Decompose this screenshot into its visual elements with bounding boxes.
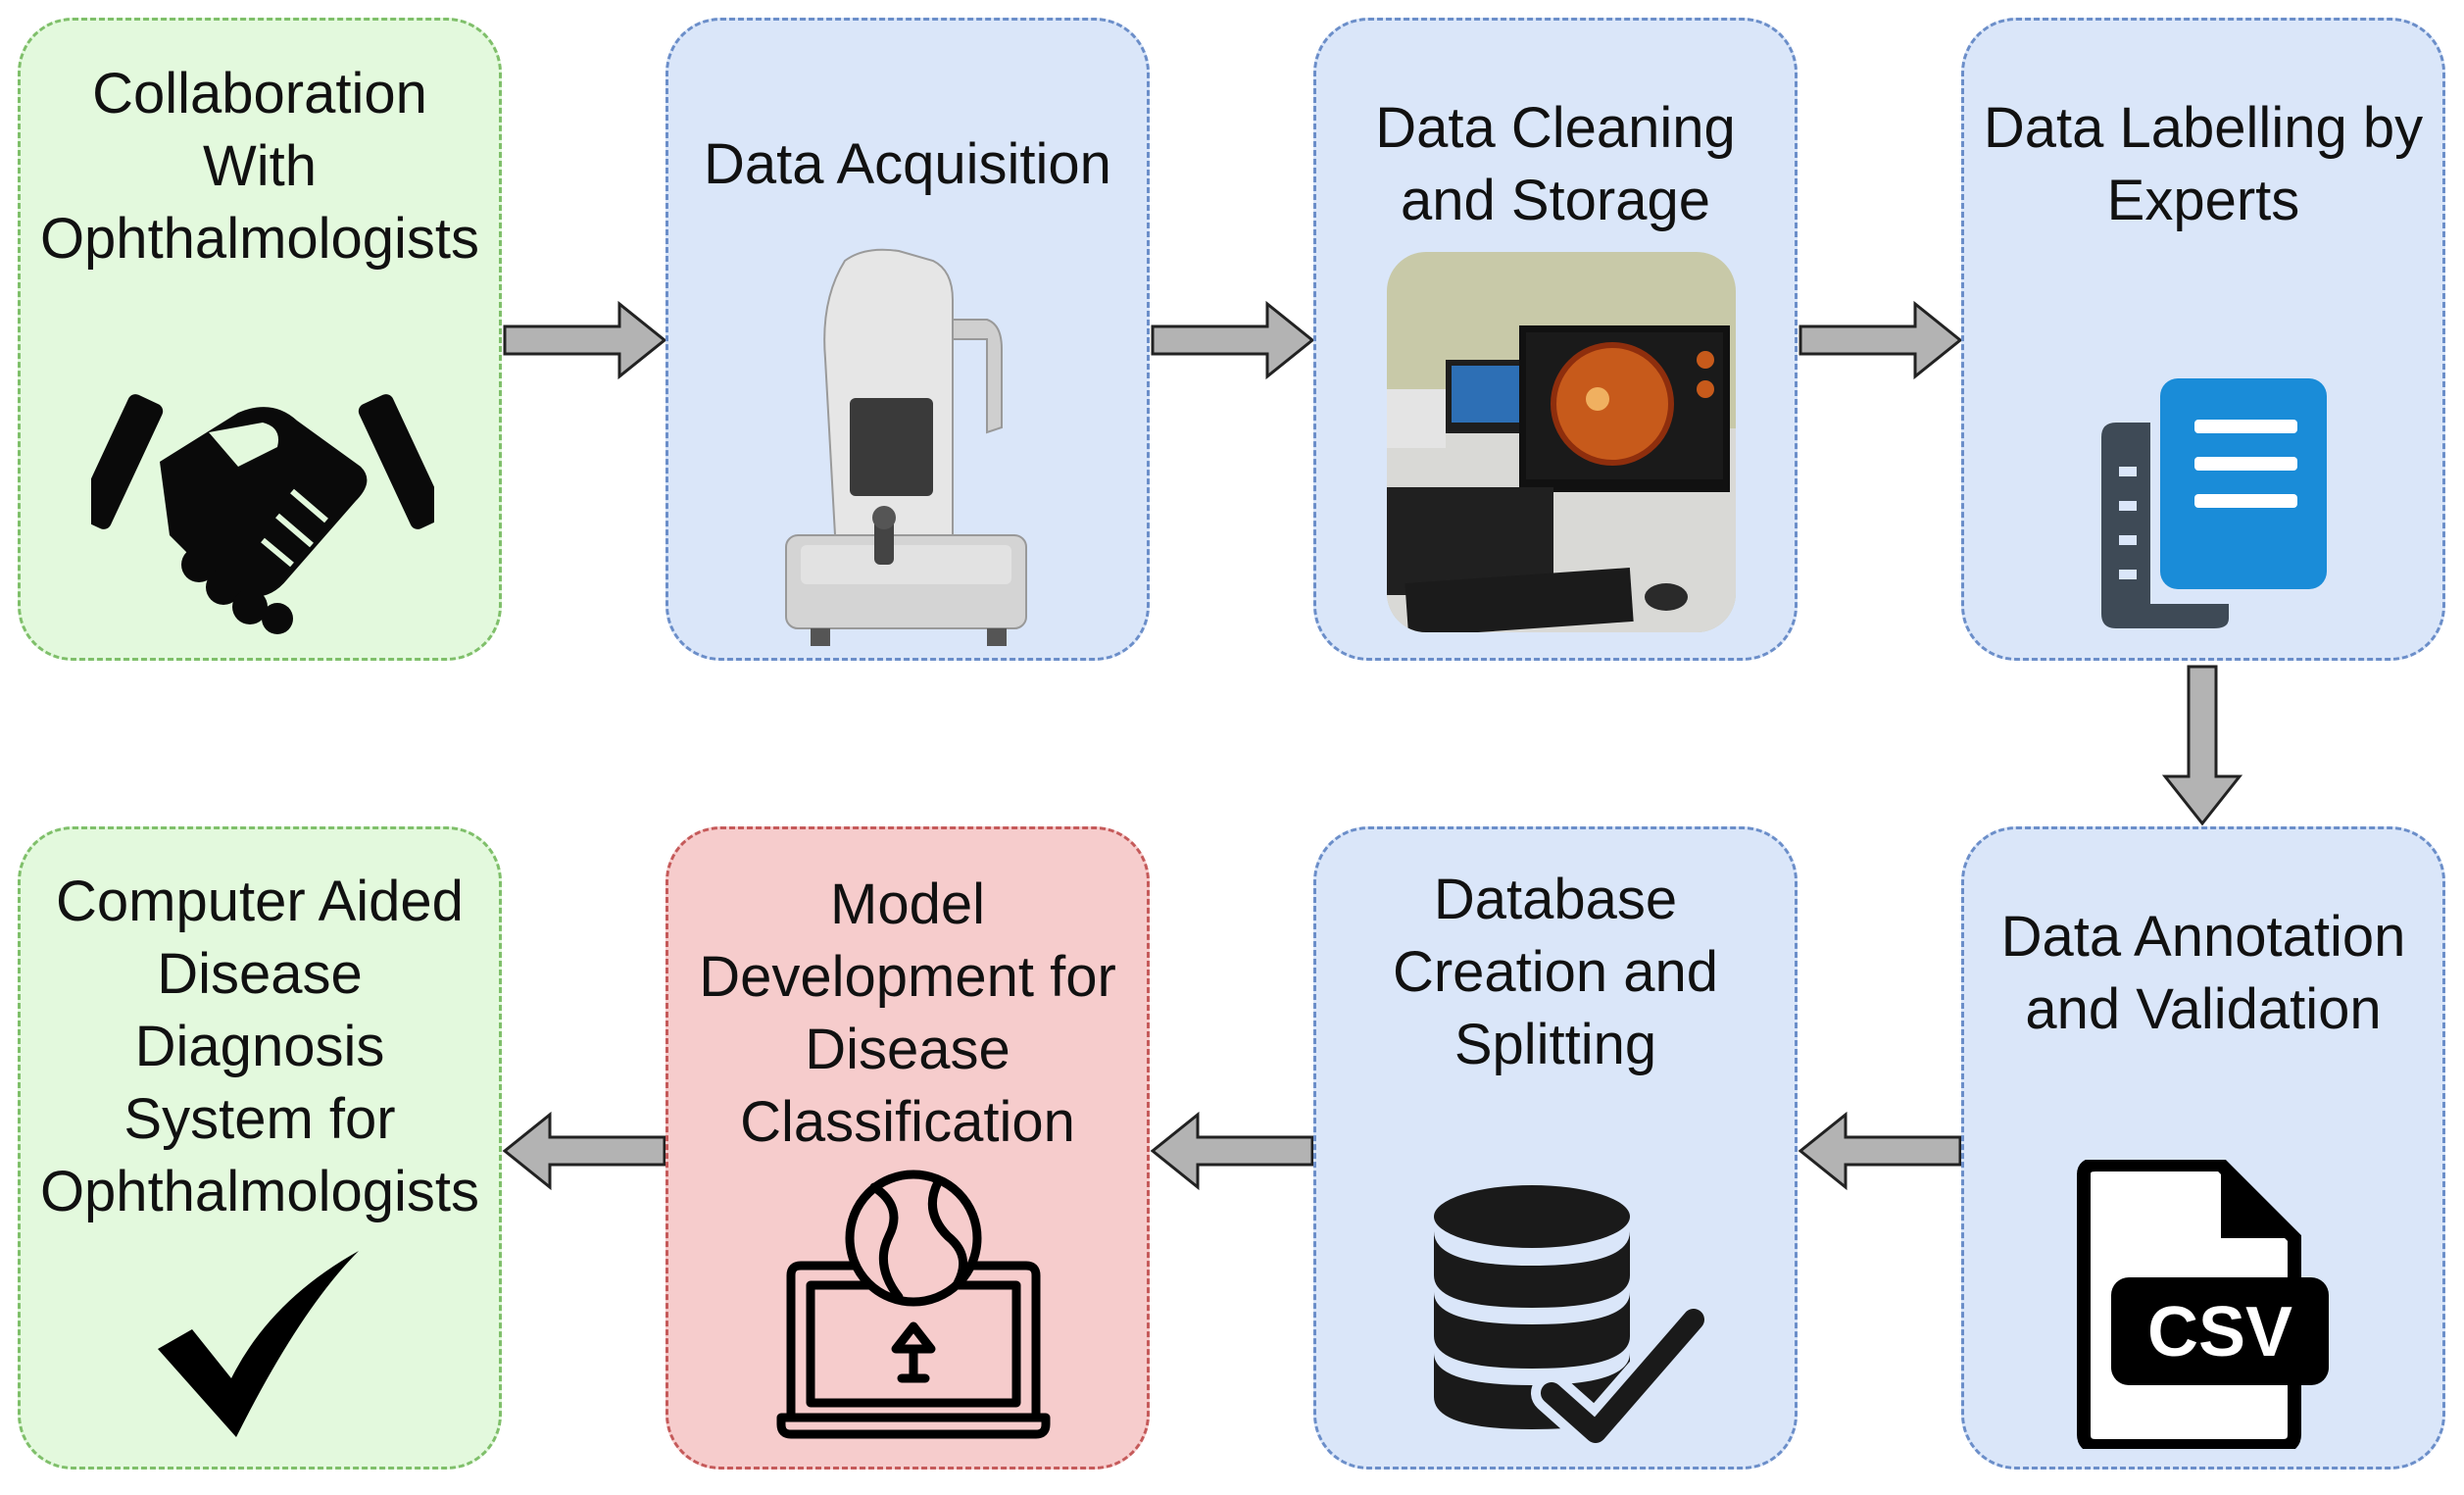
arrow-left-3: [502, 1111, 666, 1191]
step-label: Data Acquisition: [672, 128, 1143, 201]
label-line: and Storage: [1400, 169, 1711, 232]
csv-label: CSV: [2147, 1293, 2292, 1371]
arrow-right-1: [503, 300, 667, 380]
workstation-icon: [1387, 252, 1736, 632]
label-line: Database: [1433, 868, 1678, 931]
step-collaboration: Collaboration With Ophthalmologists: [18, 18, 502, 661]
step-data-acquisition: Data Acquisition: [665, 18, 1150, 661]
label-line: Classification: [740, 1090, 1075, 1154]
step-model-development: Model Development for Disease Classifica…: [665, 826, 1150, 1470]
step-data-cleaning-storage: Data Cleaning and Storage: [1313, 18, 1798, 661]
label-line: Ophthalmologists: [39, 207, 480, 271]
fundus-camera-icon: [785, 248, 1027, 646]
label-line: Computer Aided: [56, 870, 464, 933]
label-line: Model: [830, 872, 985, 936]
label-line: Collaboration: [92, 62, 427, 125]
step-label: Collaboration With Ophthalmologists: [25, 58, 495, 275]
label-line: Data Cleaning: [1375, 96, 1736, 160]
arrow-down-1: [2161, 665, 2243, 826]
step-database-creation: Database Creation and Splitting: [1313, 826, 1798, 1470]
documents-icon: [2101, 378, 2327, 628]
step-label: Database Creation and Splitting: [1320, 864, 1791, 1081]
arrow-right-3: [1799, 300, 1963, 380]
step-label: Data Labelling by Experts: [1968, 92, 2439, 237]
laptop-globe-upload-icon: [776, 1170, 1051, 1439]
label-line: Data Annotation: [2000, 905, 2406, 969]
step-data-labelling: Data Labelling by Experts: [1961, 18, 2445, 661]
label-line: Data Acquisition: [704, 132, 1111, 196]
arrow-left-1: [1798, 1111, 1962, 1191]
database-check-icon: [1434, 1185, 1708, 1447]
step-label: Data Cleaning and Storage: [1320, 92, 1791, 237]
label-line: Creation and: [1392, 940, 1719, 1004]
label-line: Splitting: [1454, 1013, 1657, 1076]
arrow-right-2: [1151, 300, 1315, 380]
step-label: Computer Aided Disease Diagnosis System …: [25, 866, 495, 1228]
arrow-left-2: [1150, 1111, 1314, 1191]
label-line: Data Labelling by: [1983, 96, 2424, 160]
step-label: Data Annotation and Validation: [1968, 901, 2439, 1046]
label-line: and Validation: [2025, 977, 2382, 1041]
label-line: Development for: [699, 945, 1116, 1009]
label-line: System for: [123, 1087, 396, 1151]
checkmark-icon: [158, 1251, 359, 1437]
handshake-icon: [91, 394, 434, 634]
label-line: Disease: [805, 1018, 1010, 1081]
label-line: With: [203, 134, 317, 198]
step-data-annotation: Data Annotation and Validation CSV: [1961, 826, 2445, 1470]
csv-file-icon: CSV: [2077, 1160, 2329, 1449]
label-line: Diagnosis: [134, 1015, 385, 1078]
label-line: Ophthalmologists: [39, 1160, 480, 1223]
step-cad-system: Computer Aided Disease Diagnosis System …: [18, 826, 502, 1470]
label-line: Disease: [157, 942, 363, 1006]
step-label: Model Development for Disease Classifica…: [672, 869, 1143, 1159]
label-line: Experts: [2106, 169, 2300, 232]
